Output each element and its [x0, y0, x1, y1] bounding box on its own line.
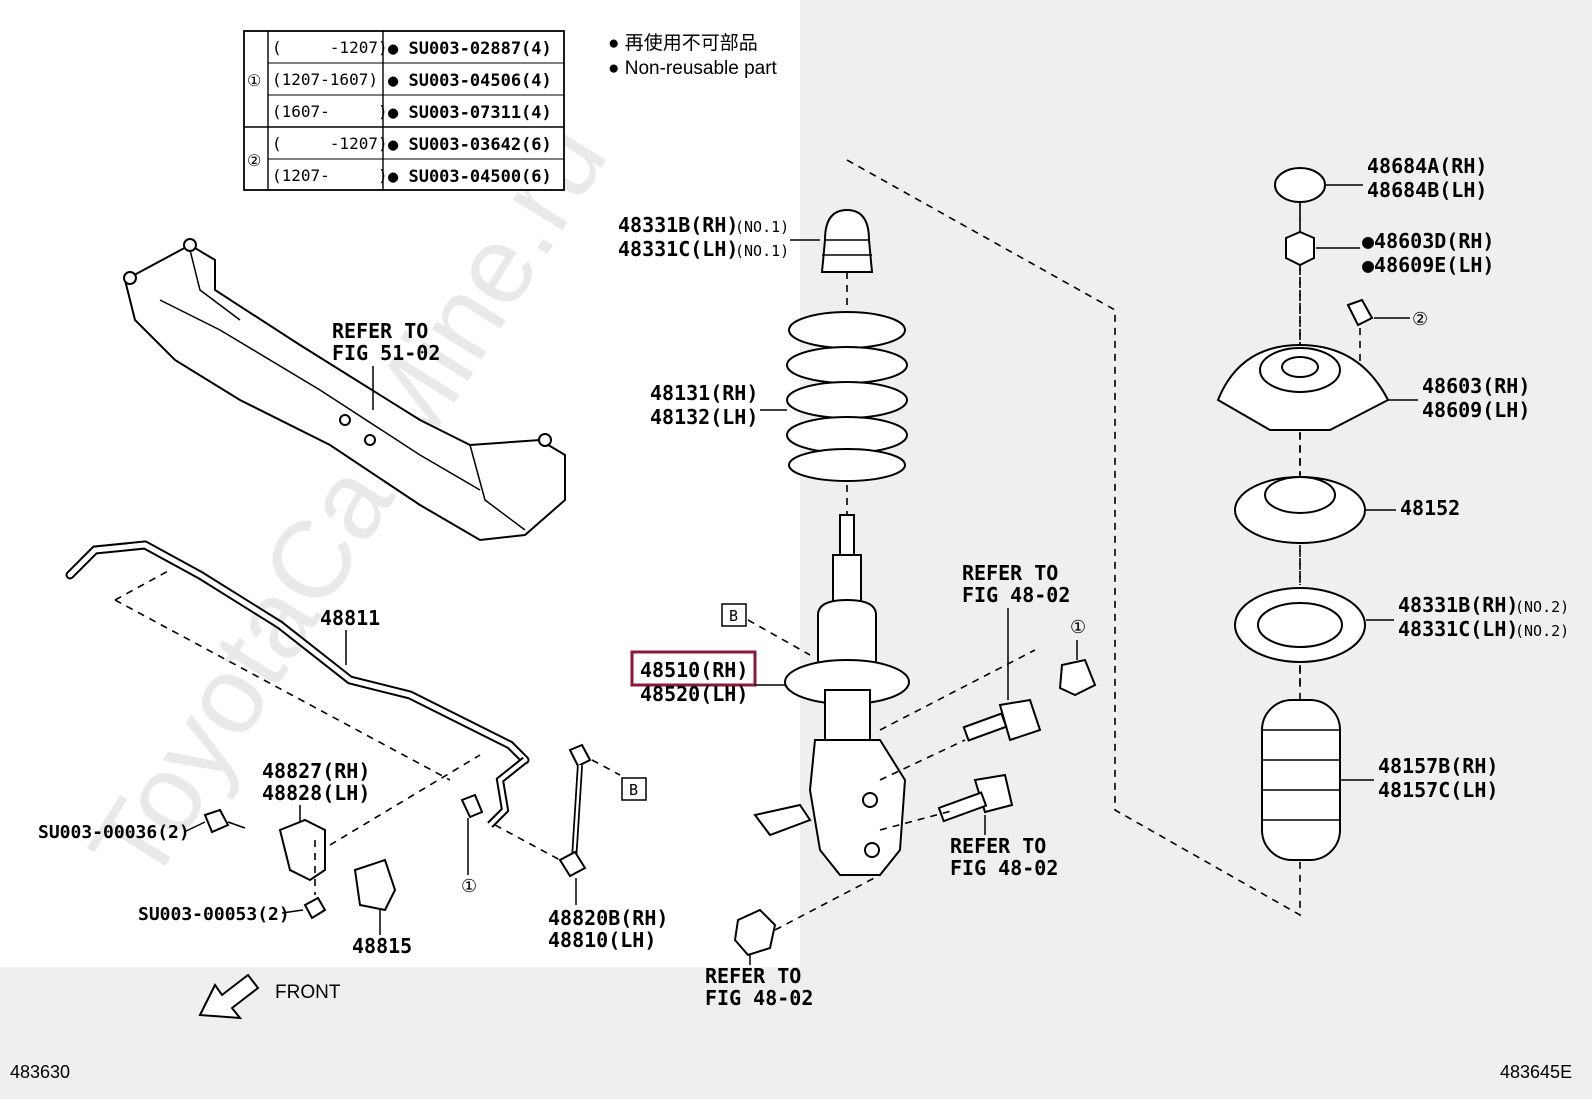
- label-48609e: ●48609E(LH): [1362, 253, 1494, 277]
- legend-jp: ● 再使用不可部品: [608, 32, 758, 54]
- label-48510: 48510(RH): [640, 658, 748, 682]
- legend-en: ● Non-reusable part: [608, 58, 778, 79]
- table-range: (1207- ): [272, 166, 388, 185]
- label-48820b: 48820B(RH): [548, 906, 668, 930]
- diagram-bottom-strip: [0, 967, 800, 1099]
- diagram-code-right: 483645E: [1500, 1062, 1572, 1082]
- label-48828: 48828(LH): [262, 781, 370, 805]
- table-group1-mark: ①: [247, 71, 261, 90]
- table-range: ( -1207): [272, 134, 388, 153]
- label-48331b-bottom: 48331B(RH): [1398, 593, 1518, 617]
- label-refer-51-line2: FIG 51-02: [332, 341, 440, 365]
- stabilizer-link-drawing: [460, 743, 621, 878]
- right-column-drawing: [1216, 167, 1390, 861]
- strut-drawing: [753, 514, 910, 876]
- label-48520: 48520(LH): [640, 682, 748, 706]
- bump-stop-drawing: [820, 208, 874, 273]
- assembly-outline: [846, 159, 1301, 917]
- box-b-link: B: [629, 781, 638, 799]
- crossmember-drawing: [123, 238, 566, 542]
- strut-bolts-drawing: [733, 649, 1097, 957]
- label-48331c-bottom: 48331C(LH): [1398, 617, 1518, 641]
- table-part: ● SU003-03642(6): [388, 135, 552, 155]
- label-no2-b: (NO.2): [1515, 622, 1569, 640]
- label-48331c-top: 48331C(LH): [618, 237, 738, 261]
- label-no1-b: (NO.1): [735, 242, 789, 260]
- bushing-bracket-drawing: [203, 808, 397, 920]
- label-48684a: 48684A(RH): [1367, 154, 1487, 178]
- label-48609: 48609(LH): [1422, 398, 1530, 422]
- label-48132: 48132(LH): [650, 405, 758, 429]
- label-front: FRONT: [275, 982, 341, 1003]
- front-arrow-icon: [198, 973, 260, 1020]
- label-refer-48a-line1: REFER TO: [962, 561, 1058, 585]
- callout-circle-2: ②: [1412, 309, 1428, 330]
- table-part: ● SU003-02887(4): [388, 39, 552, 59]
- table-part: ● SU003-04500(6): [388, 167, 552, 187]
- label-refer-48a-line2: FIG 48-02: [962, 583, 1070, 607]
- stabilizer-bar-drawing: [65, 540, 530, 846]
- label-48131: 48131(RH): [650, 381, 758, 405]
- table-range: (1207-1607): [272, 70, 378, 89]
- callout-circle-1-strut: ①: [1070, 617, 1086, 638]
- callout-circle-1: ①: [461, 876, 477, 897]
- label-48827: 48827(RH): [262, 759, 370, 783]
- label-refer-48c-line2: FIG 48-02: [705, 986, 813, 1010]
- label-48684b: 48684B(LH): [1367, 178, 1487, 202]
- label-su003-00036: SU003-00036(2): [38, 822, 190, 843]
- label-48157c: 48157C(LH): [1378, 778, 1498, 802]
- label-refer-51-line1: REFER TO: [332, 319, 428, 343]
- coil-spring-drawing: [786, 311, 908, 482]
- label-48815: 48815: [352, 934, 412, 958]
- label-48603d: ●48603D(RH): [1362, 229, 1494, 253]
- table-range: ( -1207): [272, 38, 388, 57]
- label-48811: 48811: [320, 606, 380, 630]
- label-48810: 48810(LH): [548, 928, 656, 952]
- label-refer-48c-line1: REFER TO: [705, 964, 801, 988]
- label-no2-a: (NO.2): [1515, 598, 1569, 616]
- table-group2-mark: ②: [247, 151, 261, 170]
- highlight-box-48510: [630, 650, 757, 687]
- table-part: ● SU003-04506(4): [388, 71, 552, 91]
- diagram-right-panel: [800, 0, 1592, 1099]
- label-48157b: 48157B(RH): [1378, 754, 1498, 778]
- box-b-strut: B: [729, 607, 738, 625]
- label-refer-48b-line2: FIG 48-02: [950, 856, 1058, 880]
- table-range: (1607- ): [272, 102, 388, 121]
- label-48331b-top: 48331B(RH): [618, 213, 738, 237]
- diagram-code-left: 483630: [10, 1062, 70, 1082]
- label-su003-00053: SU003-00053(2): [138, 904, 290, 925]
- label-48603: 48603(RH): [1422, 374, 1530, 398]
- label-48152: 48152: [1400, 496, 1460, 520]
- fastener-table: ① ② ( -1207) ● SU003-02887(4) (1207-1607…: [243, 30, 565, 191]
- label-refer-48b-line1: REFER TO: [950, 834, 1046, 858]
- label-no1-a: (NO.1): [735, 218, 789, 236]
- table-part: ● SU003-07311(4): [388, 103, 552, 123]
